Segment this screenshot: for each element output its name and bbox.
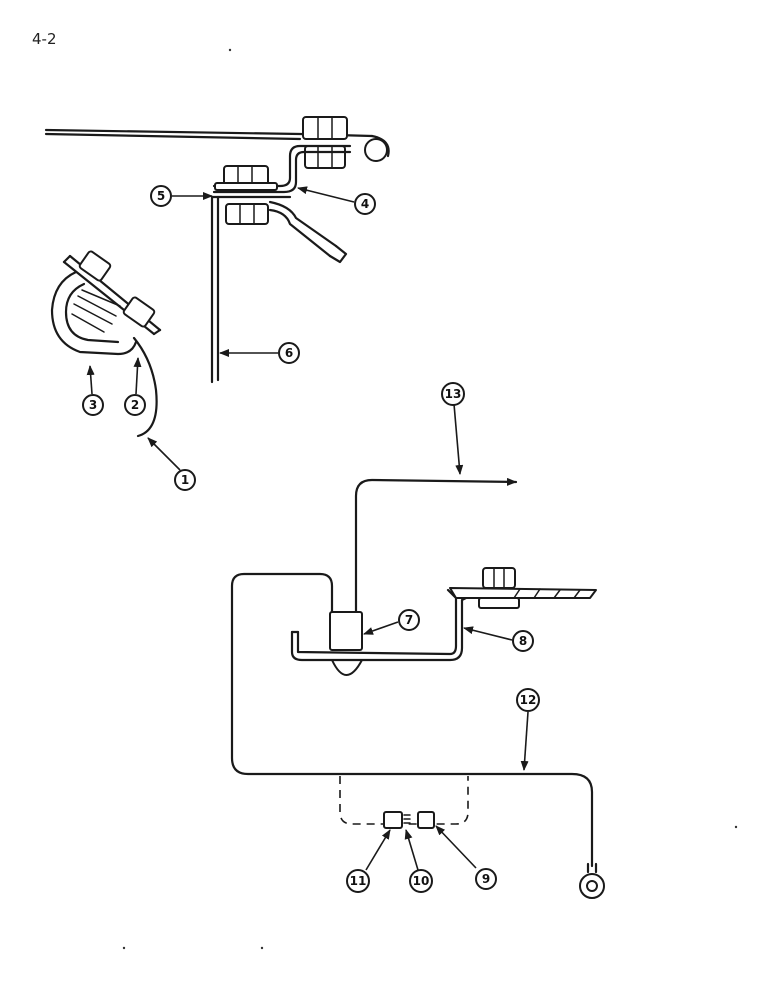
lower-assembly	[230, 477, 605, 899]
connector-11	[383, 811, 403, 829]
callout-5: 5	[150, 185, 172, 207]
wire-13	[354, 477, 518, 616]
u-clamp	[50, 270, 138, 356]
callout-3: 3	[82, 394, 104, 416]
mount-bracket	[290, 594, 472, 662]
callout-1: 1	[174, 469, 196, 491]
callout-6: 6	[278, 342, 300, 364]
leader-lines	[86, 186, 529, 871]
callout-2-label: 2	[131, 398, 139, 412]
connector-9	[417, 811, 435, 829]
connector-10	[403, 814, 411, 824]
callout-11: 11	[346, 869, 370, 893]
callout-2: 2	[124, 394, 146, 416]
callout-12: 12	[516, 688, 540, 712]
striped-plate	[449, 587, 597, 599]
callout-9: 9	[475, 868, 497, 890]
loop-wire	[230, 572, 594, 868]
bar-curl	[364, 138, 388, 162]
clamp-wire	[132, 336, 158, 438]
callout-9-label: 9	[482, 872, 490, 886]
callout-7: 7	[398, 609, 420, 631]
callout-1-label: 1	[181, 473, 189, 487]
bracket-bolt	[478, 567, 520, 609]
callout-5-label: 5	[157, 189, 165, 203]
callout-3-label: 3	[89, 398, 97, 412]
clamp-assembly	[50, 250, 162, 438]
callout-8: 8	[512, 630, 534, 652]
top-bolt	[302, 116, 348, 169]
ring-terminal	[579, 862, 605, 899]
bent-bracket	[212, 144, 352, 188]
page-number: 4-2	[32, 30, 57, 48]
clamp-bolts	[78, 250, 156, 328]
switch-body	[329, 611, 363, 676]
callout-13-label: 13	[445, 387, 462, 401]
callout-8-label: 8	[519, 634, 527, 648]
callout-10-label: 10	[413, 874, 430, 888]
callout-4-label: 4	[361, 197, 369, 211]
top-bracket-assembly	[44, 116, 390, 384]
callout-13: 13	[441, 382, 465, 406]
dashed-enclosure	[339, 776, 469, 825]
callout-10: 10	[409, 869, 433, 893]
callout-11-label: 11	[350, 874, 367, 888]
callout-6-label: 6	[285, 346, 293, 360]
callout-4: 4	[354, 193, 376, 215]
callout-12-label: 12	[520, 693, 537, 707]
wire-lead	[268, 200, 338, 248]
middle-bolt	[214, 165, 278, 225]
callout-7-label: 7	[405, 613, 413, 627]
